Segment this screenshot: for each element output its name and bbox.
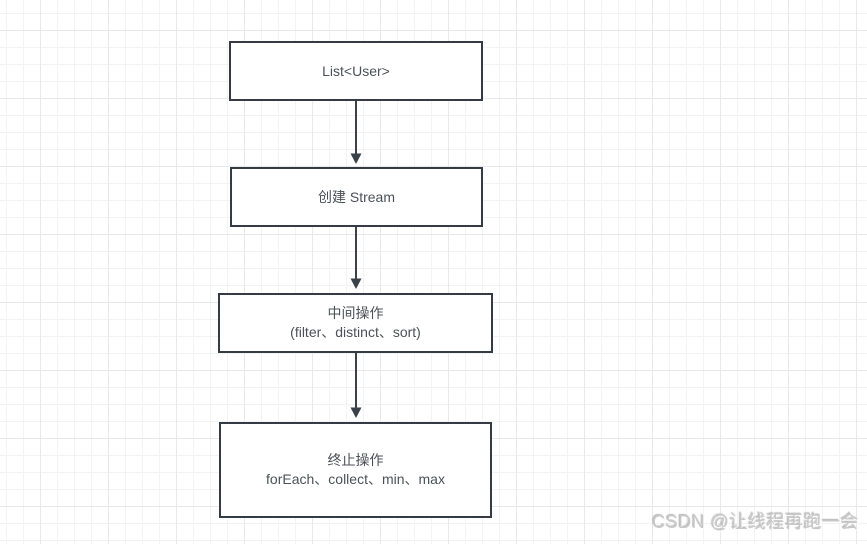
flow-node-list-user: List<User> <box>229 41 483 101</box>
flow-node-label: 创建 Stream <box>317 188 395 205</box>
flow-node-label: 终止操作 <box>327 452 384 468</box>
flow-node-create-stream: 创建 Stream <box>230 167 483 227</box>
flow-node-intermediate-ops: 中间操作 (filter、distinct、sort) <box>218 293 493 353</box>
arrow-list-to-stream <box>350 101 362 164</box>
arrow-intermediate-to-terminal <box>350 353 362 418</box>
flow-node-label: List<User> <box>322 62 390 79</box>
csdn-watermark: CSDN @让线程再跑一会 <box>652 512 859 532</box>
flow-node-label: 中间操作 <box>327 305 384 321</box>
flow-node-sublabel: (filter、distinct、sort) <box>290 324 421 340</box>
flow-node-sublabel: forEach、collect、min、max <box>266 471 445 487</box>
flow-node-terminal-ops: 终止操作 forEach、collect、min、max <box>219 422 492 518</box>
arrow-stream-to-intermediate <box>350 227 362 289</box>
